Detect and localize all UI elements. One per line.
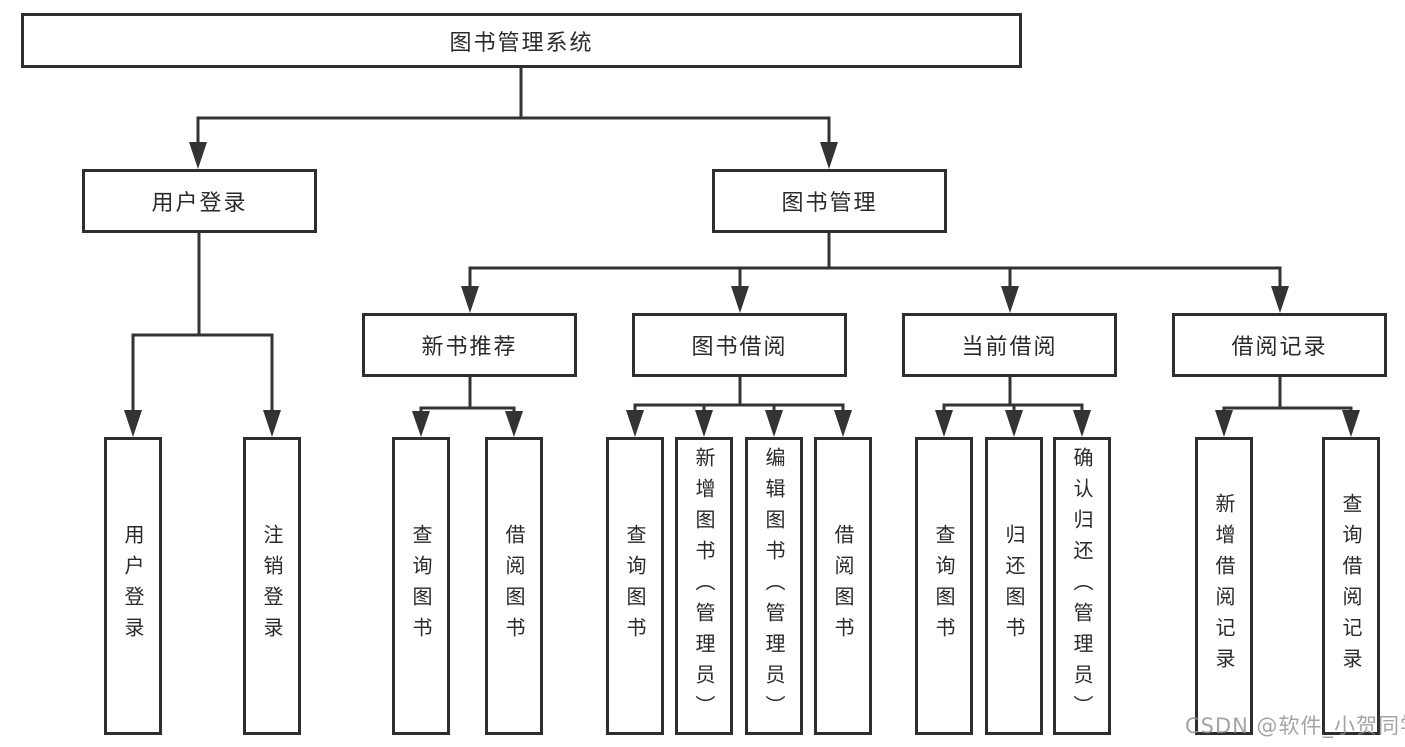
leaf-label: 查询图书	[409, 524, 433, 648]
node-borrowing-records: 借阅记录	[1172, 313, 1387, 377]
leaf-label: 借阅图书	[831, 524, 855, 648]
leaf-borrow-books: 借阅图书	[485, 437, 543, 735]
leaf-return-books: 归还图书	[985, 437, 1043, 735]
node-book-management: 图书管理	[712, 169, 947, 233]
leaf-label: 归还图书	[1002, 524, 1026, 648]
leaf-query-books: 查询图书	[915, 437, 973, 735]
node-label: 借阅记录	[1231, 335, 1328, 360]
connector-current-children	[935, 377, 1091, 437]
leaf-label: 查询图书	[623, 524, 647, 648]
leaf-label: 查询借阅记录	[1339, 493, 1363, 679]
leaf-label: 编辑图书（管理员）	[762, 446, 786, 726]
leaf-add-borrow-record: 新增借阅记录	[1195, 437, 1253, 735]
leaf-query-books: 查询图书	[606, 437, 664, 735]
connector-book-mgmt-children	[461, 233, 1289, 313]
node-library-management-system: 图书管理系统	[21, 13, 1022, 68]
node-current-borrowing: 当前借阅	[902, 313, 1117, 377]
node-label: 新书推荐	[421, 335, 518, 360]
node-label: 用户登录	[151, 191, 248, 216]
leaf-logout: 注销登录	[243, 437, 301, 735]
node-label: 图书管理系统	[449, 30, 594, 56]
node-book-borrowing: 图书借阅	[632, 313, 847, 377]
node-label: 当前借阅	[961, 335, 1058, 360]
leaf-label: 确认归还（管理员）	[1070, 446, 1094, 726]
node-label: 图书管理	[781, 191, 878, 216]
leaf-edit-books-admin: 编辑图书（管理员）	[745, 437, 803, 735]
csdn-watermark: CSDN @软件_小贺同学	[1185, 714, 1405, 738]
connector-new-rec-children	[412, 377, 523, 437]
connector-root-to-level2	[189, 68, 838, 169]
leaf-query-borrow-record: 查询借阅记录	[1322, 437, 1380, 735]
node-user-login: 用户登录	[82, 169, 317, 233]
leaf-label: 用户登录	[121, 524, 145, 648]
leaf-label: 借阅图书	[502, 524, 526, 648]
leaf-label: 新增借阅记录	[1212, 493, 1236, 679]
leaf-user-login: 用户登录	[104, 437, 162, 735]
connector-borrow-children	[626, 377, 852, 437]
leaf-label: 新增图书（管理员）	[692, 446, 716, 726]
leaf-query-books: 查询图书	[392, 437, 450, 735]
leaf-label: 注销登录	[260, 524, 284, 648]
connector-user-login-children	[124, 233, 281, 437]
connector-record-children	[1215, 377, 1360, 437]
leaf-label: 查询图书	[932, 524, 956, 648]
leaf-borrow-books: 借阅图书	[814, 437, 872, 735]
leaf-confirm-return-admin: 确认归还（管理员）	[1053, 437, 1111, 735]
node-new-book-recommendation: 新书推荐	[362, 313, 577, 377]
leaf-add-books-admin: 新增图书（管理员）	[675, 437, 733, 735]
node-label: 图书借阅	[691, 335, 788, 360]
